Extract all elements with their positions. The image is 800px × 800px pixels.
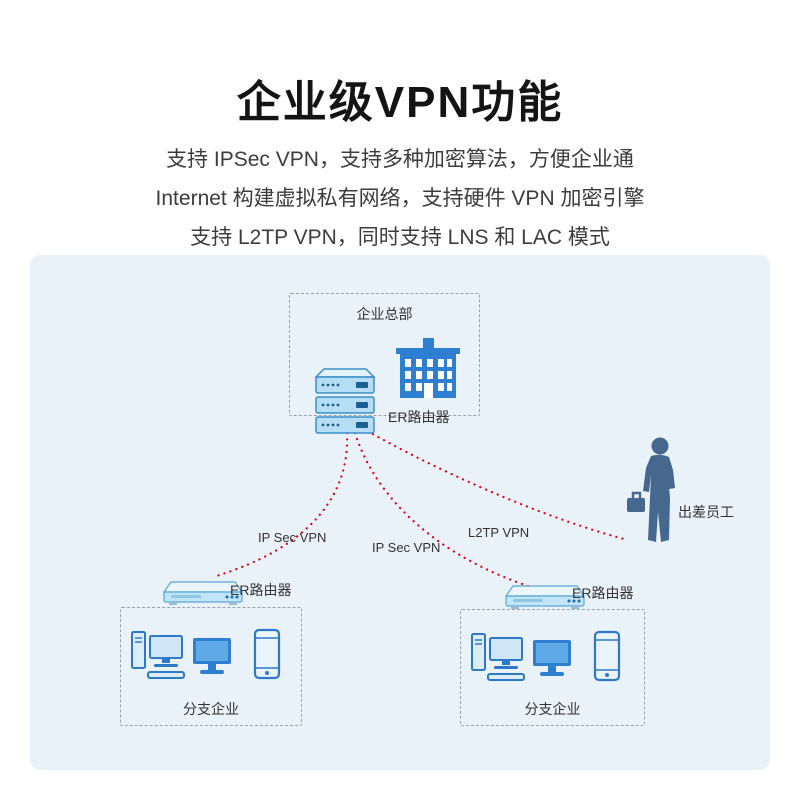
hq-router-label: ER路由器 [388, 409, 450, 425]
business-traveler-icon [627, 437, 675, 542]
branch-right-group-box [460, 609, 645, 726]
monitor-icon [193, 638, 231, 674]
branch-router-right-icon [505, 585, 585, 609]
description-line-1: 支持 IPSec VPN，支持多种加密算法，方便企业通 [166, 148, 634, 171]
branch-left-router-label: ER路由器 [230, 582, 292, 598]
branch-router-left-icon [163, 581, 243, 605]
rack-router-stack-icon [314, 368, 376, 434]
branch-left-label: 分支企业 [183, 701, 239, 717]
description-line-2: Internet 构建虚拟私有网络，支持硬件 VPN 加密引擎 [155, 187, 645, 210]
branch-left-group-box [120, 607, 302, 726]
link-label-l2tp: L2TP VPN [468, 525, 530, 540]
hq-group-box [289, 293, 480, 416]
branch-right-router-label: ER路由器 [572, 585, 634, 601]
branch-right-label: 分支企业 [524, 701, 581, 717]
description-line-3: 支持 L2TP VPN，同时支持 LNS 和 LAC 模式 [190, 226, 610, 249]
office-building-icon [396, 338, 460, 398]
feature-description: 支持 IPSec VPN，支持多种加密算法，方便企业通 Internet 构建虚… [0, 140, 800, 257]
smartphone-icon [593, 630, 621, 682]
traveler-label: 出差员工 [678, 504, 734, 520]
page-title: 企业级VPN功能 [236, 78, 564, 127]
hq-label: 企业总部 [356, 306, 413, 322]
monitor-icon [533, 640, 571, 676]
desktop-pc-icon [131, 631, 185, 679]
desktop-pc-icon [471, 633, 525, 681]
link-label-ipsec-left: IP Sec VPN [258, 530, 327, 545]
link-label-ipsec-right: IP Sec VPN [372, 540, 441, 555]
smartphone-icon [253, 628, 281, 680]
